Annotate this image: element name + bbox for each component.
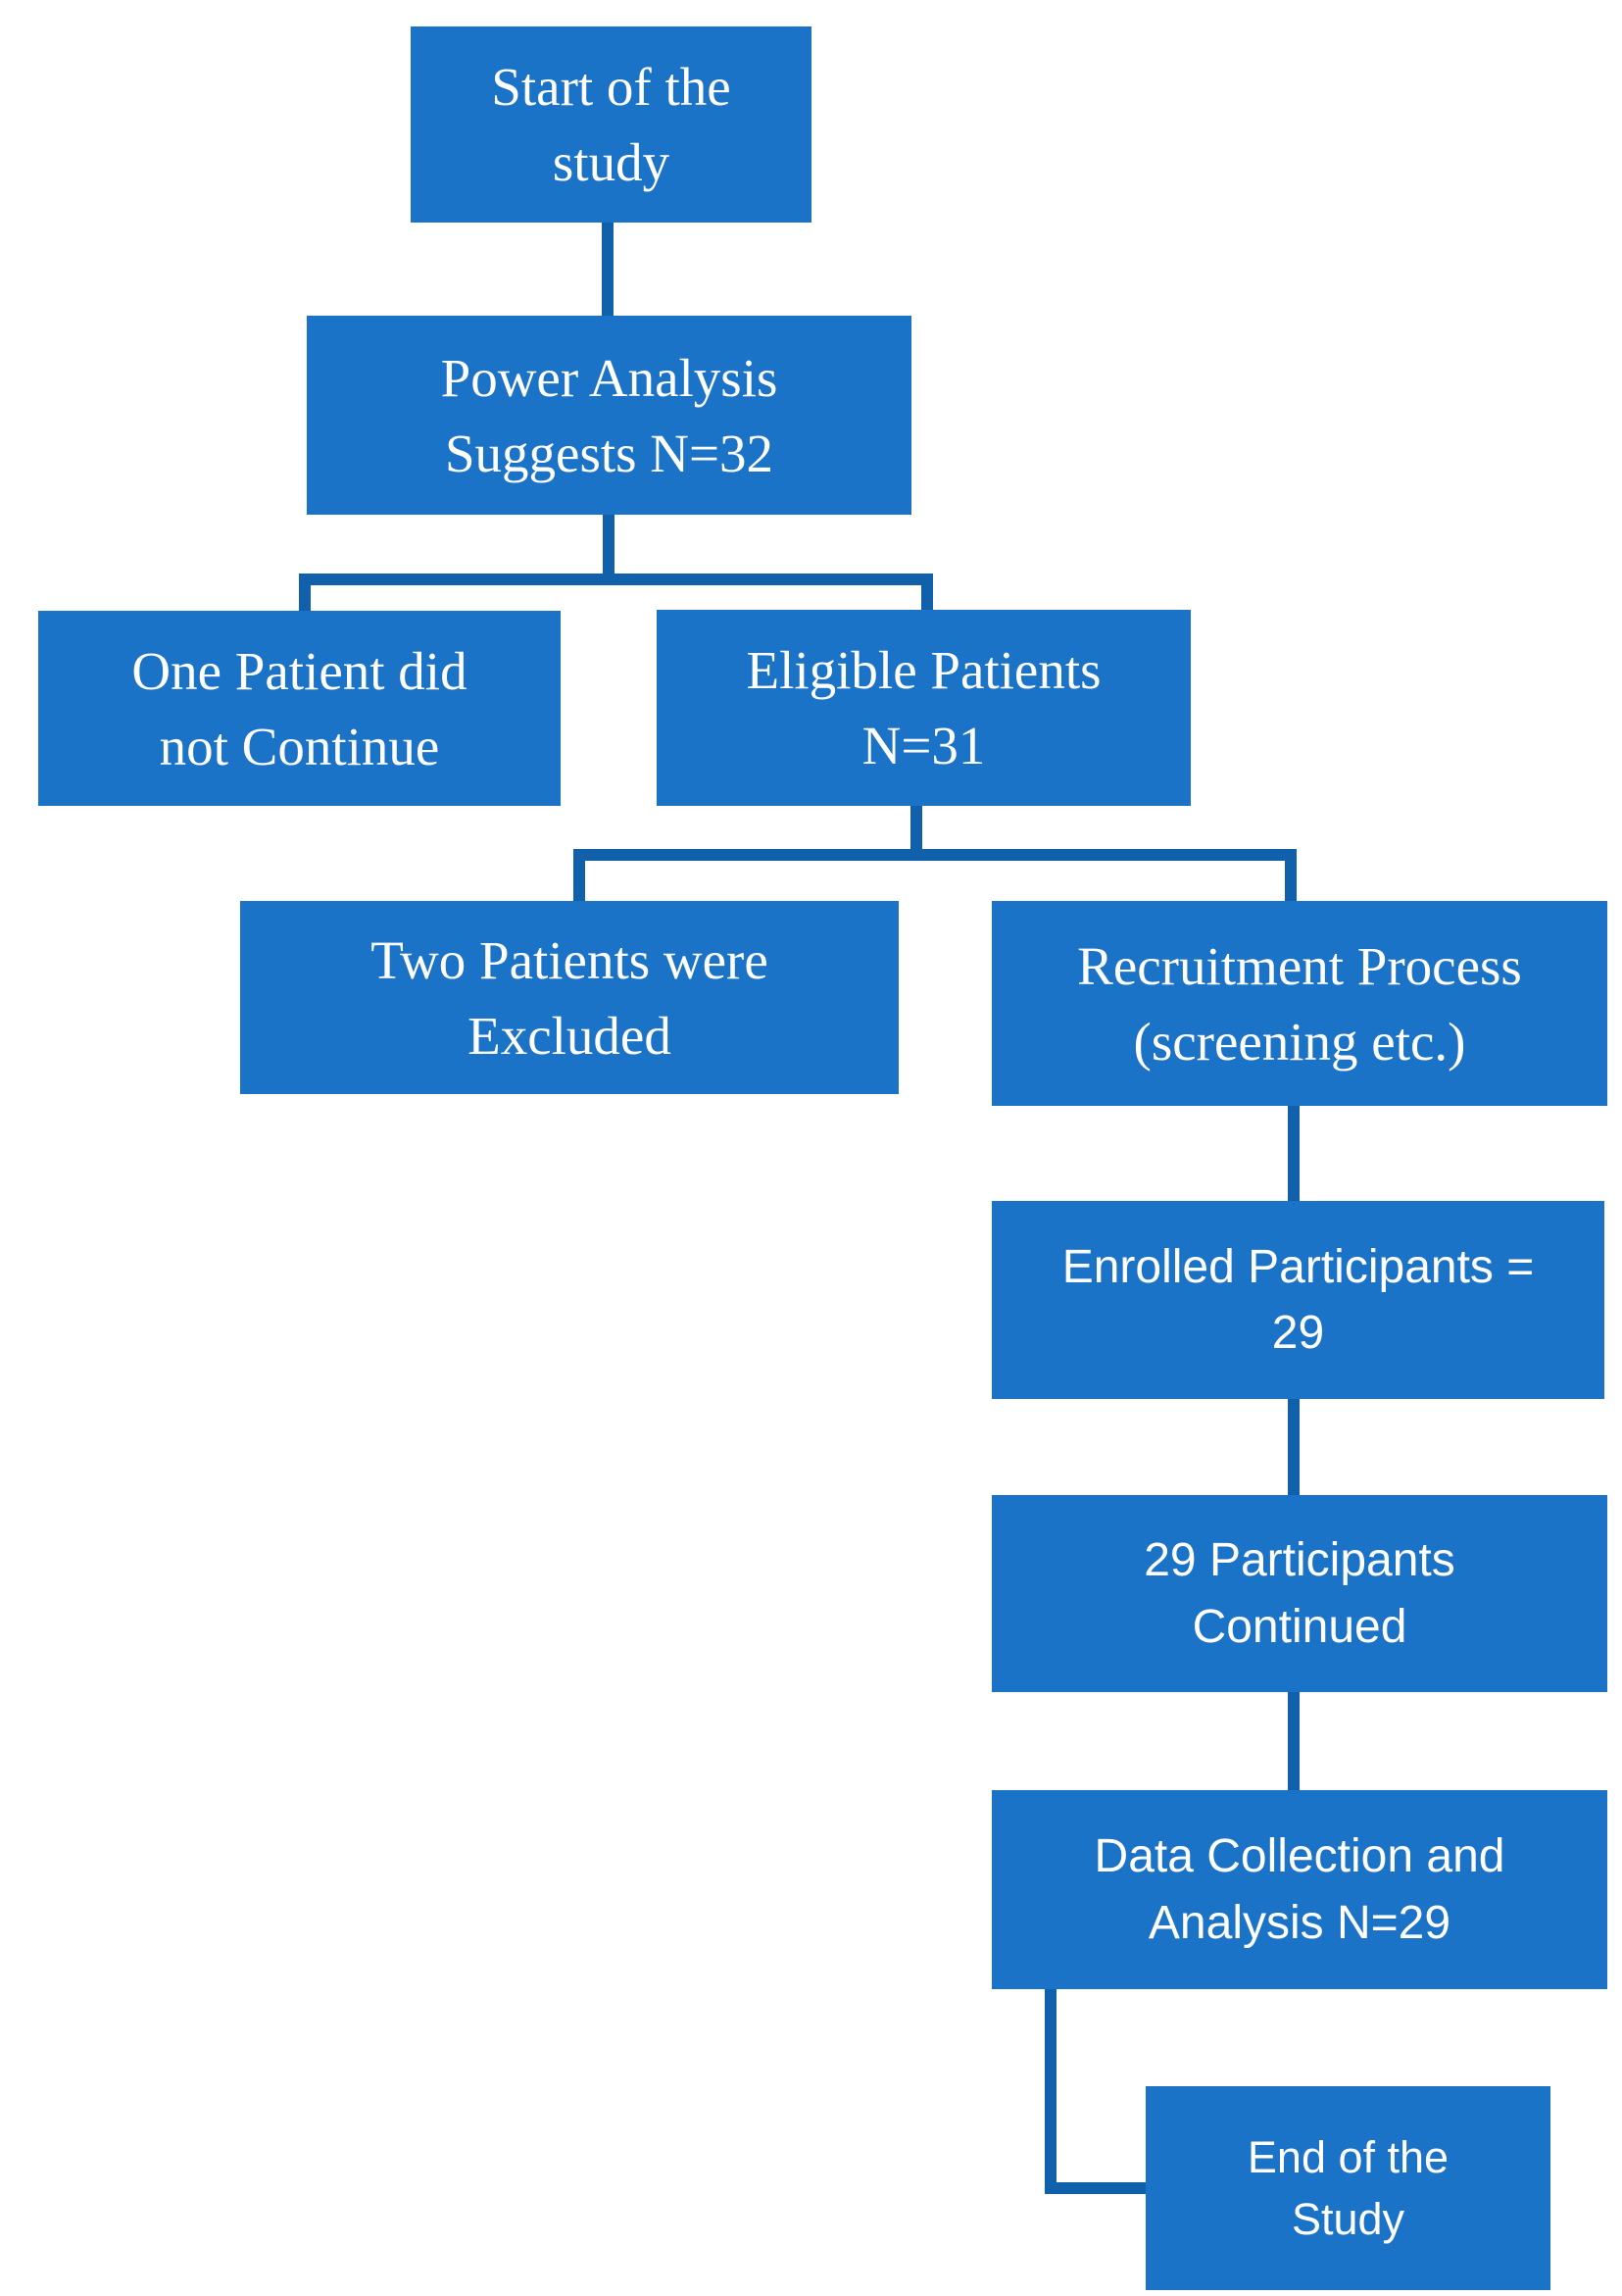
connector-branch1-right-drop (921, 574, 933, 610)
connector-recruitment-to-enrolled (1288, 1106, 1300, 1201)
node-participants-continued: 29 Participants Continued (992, 1495, 1607, 1692)
connector-enrolled-to-continued (1288, 1399, 1300, 1495)
node-power-analysis: Power Analysis Suggests N=32 (307, 316, 911, 515)
node-enrolled-participants: Enrolled Participants = 29 (992, 1201, 1604, 1399)
node-end-of-study: End of the Study (1146, 2086, 1550, 2290)
node-recruitment-process: Recruitment Process (screening etc.) (992, 901, 1607, 1106)
connector-start-to-power (602, 223, 614, 316)
connector-branch2-left-drop (573, 849, 585, 901)
connector-eligible-stem (910, 806, 922, 855)
connector-branch2-right-drop (1285, 849, 1297, 902)
connector-data-to-end-horizontal (1045, 2182, 1146, 2194)
connector-branch1-hbar (299, 574, 933, 585)
node-eligible-patients: Eligible Patients N=31 (657, 610, 1191, 806)
connector-continued-to-data (1288, 1692, 1300, 1790)
node-data-collection-analysis: Data Collection and Analysis N=29 (992, 1790, 1607, 1989)
connector-power-stem (603, 515, 614, 578)
node-two-patients-excluded: Two Patients were Excluded (240, 901, 899, 1094)
node-start-of-study: Start of the study (411, 26, 811, 223)
connector-branch1-left-drop (299, 574, 311, 611)
connector-branch2-hbar (573, 849, 1297, 861)
connector-data-to-end-vertical (1045, 1989, 1057, 2194)
node-one-patient-did-not-continue: One Patient did not Continue (38, 611, 561, 806)
